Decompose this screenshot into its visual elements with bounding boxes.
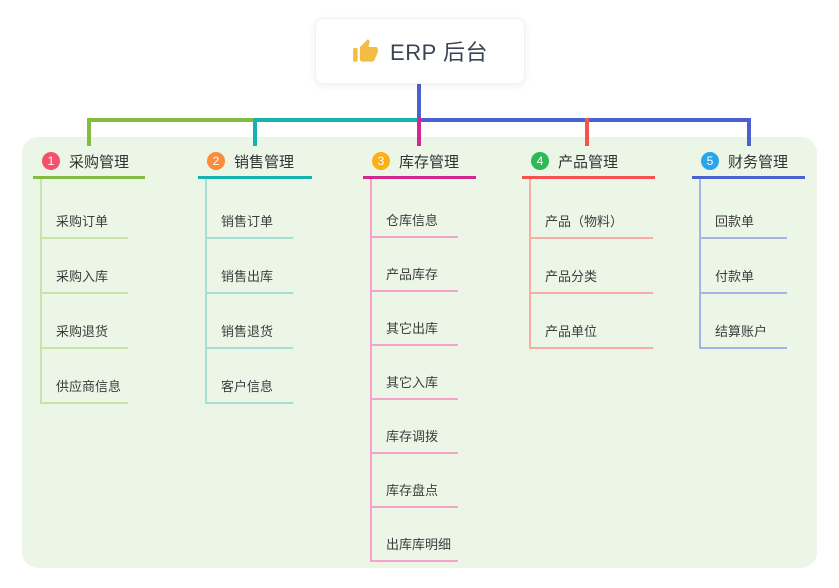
- branch-label: 销售管理: [234, 153, 295, 171]
- branch-badge: 5: [701, 152, 719, 170]
- child-node[interactable]: 回款单: [701, 184, 787, 239]
- child-node[interactable]: 库存盘点: [372, 454, 458, 508]
- branch-inventory: 3 库存管理仓库信息产品库存其它出库其它入库库存调拨库存盘点出库库明细: [363, 146, 476, 562]
- branch-children: 仓库信息产品库存其它出库其它入库库存调拨库存盘点出库库明细: [370, 179, 476, 562]
- root-node[interactable]: ERP 后台: [315, 18, 525, 84]
- child-node[interactable]: 出库库明细: [372, 508, 458, 562]
- connector-stub-product: [585, 118, 589, 146]
- branch-header-finance[interactable]: 5 财务管理: [692, 146, 805, 179]
- connector-stub-inventory: [417, 118, 421, 146]
- child-node[interactable]: 仓库信息: [372, 184, 458, 238]
- child-node[interactable]: 其它入库: [372, 346, 458, 400]
- connector-bus-center: [253, 118, 417, 122]
- child-node[interactable]: 客户信息: [207, 349, 293, 404]
- child-node[interactable]: 采购退货: [42, 294, 128, 349]
- branch-badge: 1: [42, 152, 60, 170]
- connector-stub-purchase: [87, 118, 91, 146]
- child-node[interactable]: 产品（物料）: [531, 184, 653, 239]
- branch-badge: 4: [531, 152, 549, 170]
- branch-badge: 2: [207, 152, 225, 170]
- child-node[interactable]: 付款单: [701, 239, 787, 294]
- child-node[interactable]: 供应商信息: [42, 349, 128, 404]
- branch-badge: 3: [372, 152, 390, 170]
- branch-children: 回款单付款单结算账户: [699, 179, 805, 349]
- branch-children: 产品（物料）产品分类产品单位: [529, 179, 655, 349]
- branch-product: 4 产品管理产品（物料）产品分类产品单位: [522, 146, 655, 349]
- connector-trunk: [417, 82, 421, 120]
- child-node[interactable]: 销售订单: [207, 184, 293, 239]
- connector-bus-right: [417, 118, 751, 122]
- branch-header-sales[interactable]: 2 销售管理: [198, 146, 312, 179]
- branch-label: 库存管理: [399, 153, 460, 171]
- child-node[interactable]: 销售出库: [207, 239, 293, 294]
- child-node[interactable]: 其它出库: [372, 292, 458, 346]
- child-node[interactable]: 产品单位: [531, 294, 653, 349]
- thumbs-up-icon: [352, 38, 379, 65]
- child-node[interactable]: 产品库存: [372, 238, 458, 292]
- branch-header-purchase[interactable]: 1 采购管理: [33, 146, 145, 179]
- branch-finance: 5 财务管理回款单付款单结算账户: [692, 146, 805, 349]
- connector-stub-finance: [747, 118, 751, 146]
- branch-sales: 2 销售管理销售订单销售出库销售退货客户信息: [198, 146, 312, 404]
- branch-header-inventory[interactable]: 3 库存管理: [363, 146, 476, 179]
- branch-label: 产品管理: [558, 153, 619, 171]
- child-node[interactable]: 产品分类: [531, 239, 653, 294]
- child-node[interactable]: 库存调拨: [372, 400, 458, 454]
- branches-panel: [22, 137, 817, 568]
- branch-children: 销售订单销售出库销售退货客户信息: [205, 179, 312, 404]
- branch-purchase: 1 采购管理采购订单采购入库采购退货供应商信息: [33, 146, 145, 404]
- branch-header-product[interactable]: 4 产品管理: [522, 146, 655, 179]
- child-node[interactable]: 采购订单: [42, 184, 128, 239]
- child-node[interactable]: 采购入库: [42, 239, 128, 294]
- root-label: ERP 后台: [390, 40, 488, 65]
- branch-children: 采购订单采购入库采购退货供应商信息: [40, 179, 145, 404]
- branch-label: 采购管理: [69, 153, 130, 171]
- child-node[interactable]: 结算账户: [701, 294, 787, 349]
- connector-stub-sales: [253, 118, 257, 146]
- branch-label: 财务管理: [728, 153, 789, 171]
- connector-bus-left: [87, 118, 255, 122]
- child-node[interactable]: 销售退货: [207, 294, 293, 349]
